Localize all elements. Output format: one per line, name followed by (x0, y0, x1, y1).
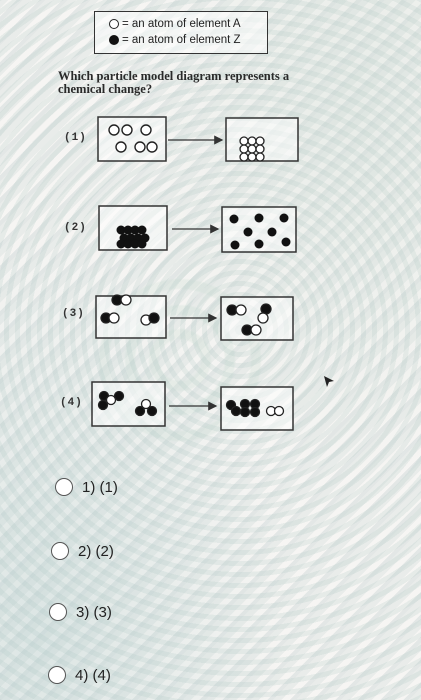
legend-element-a-label: = an atom of element A (122, 18, 241, 30)
diagram-3-before-atoms (100, 294, 160, 326)
diagram-3 (95, 294, 294, 341)
particle-diagrams (91, 116, 299, 431)
choice-label-2: (2) (64, 222, 87, 234)
answer-option-4-label: 4) (4) (75, 666, 111, 684)
open-circle-icon (109, 19, 119, 29)
radio-button-4[interactable] (48, 666, 66, 684)
mouse-pointer-icon (324, 376, 334, 387)
diagram-1-before-box (97, 116, 167, 162)
radio-button-2[interactable] (51, 542, 69, 560)
diagram-2 (98, 205, 297, 253)
legend-element-z-label: = an atom of element Z (122, 34, 241, 46)
legend-row-element-z: = an atom of element Z (109, 34, 241, 46)
diagram-2-after-atoms (229, 213, 291, 250)
question-text: Which particle model diagram represents … (58, 69, 290, 96)
choice-label-3: (3) (62, 308, 85, 320)
diagram-4 (91, 381, 294, 431)
diagram-1 (97, 116, 299, 162)
answer-option-3[interactable]: 3) (3) (49, 603, 112, 621)
diagram-4-before-atoms (97, 390, 158, 417)
radio-button-3[interactable] (49, 603, 67, 621)
answer-option-2-label: 2) (2) (78, 542, 114, 560)
answer-option-3-label: 3) (3) (76, 603, 112, 621)
diagram-2-before-atoms (116, 225, 150, 249)
diagram-1-before-atoms (108, 124, 158, 153)
diagram-3-after-atoms (226, 303, 272, 336)
answer-option-4[interactable]: 4) (4) (48, 666, 111, 684)
answer-option-1[interactable]: 1) (1) (55, 478, 118, 496)
legend-row-element-a: = an atom of element A (109, 18, 241, 30)
choice-label-4: (4) (60, 397, 83, 409)
answer-option-1-label: 1) (1) (82, 478, 118, 496)
diagram-4-after-atoms (225, 398, 285, 418)
filled-circle-icon (109, 35, 119, 45)
diagram-1-after-atoms (239, 136, 265, 162)
answer-option-2[interactable]: 2) (2) (51, 542, 114, 560)
choice-label-1: (1) (64, 132, 87, 144)
radio-button-1[interactable] (55, 478, 73, 496)
legend-box: = an atom of element A = an atom of elem… (94, 11, 268, 54)
